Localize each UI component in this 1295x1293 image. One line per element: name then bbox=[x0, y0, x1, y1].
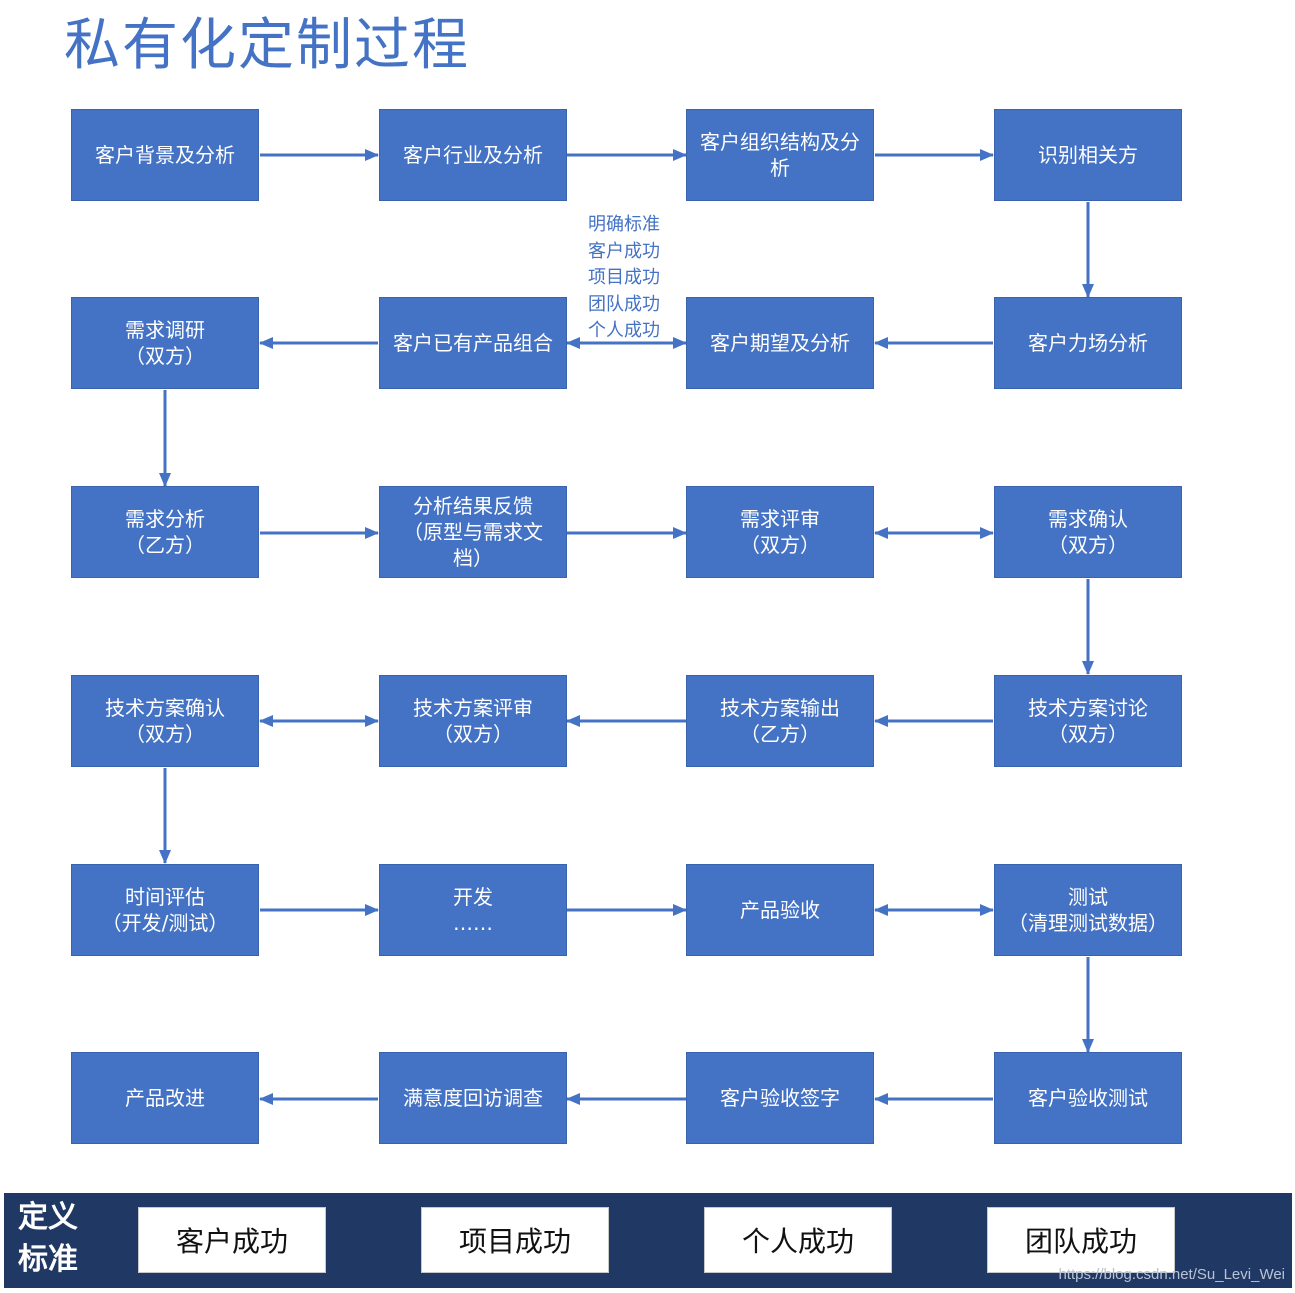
step-satisfaction-survey: 满意度回访调查 bbox=[379, 1052, 567, 1144]
step-requirements-confirm: 需求确认（双方） bbox=[994, 486, 1182, 578]
standard-team-success: 团队成功 bbox=[987, 1207, 1175, 1273]
definition-standard-label: 定义 标准 bbox=[18, 1200, 78, 1277]
step-tech-plan-discussion: 技术方案讨论（双方） bbox=[994, 675, 1182, 767]
step-development: 开发…… bbox=[379, 864, 567, 956]
step-tech-plan-review: 技术方案评审（双方） bbox=[379, 675, 567, 767]
step-customer-background: 客户背景及分析 bbox=[71, 109, 259, 201]
step-force-field-analysis: 客户力场分析 bbox=[994, 297, 1182, 389]
step-customer-acceptance-test: 客户验收测试 bbox=[994, 1052, 1182, 1144]
step-customer-industry: 客户行业及分析 bbox=[379, 109, 567, 201]
step-product-acceptance: 产品验收 bbox=[686, 864, 874, 956]
standard-customer-success: 客户成功 bbox=[138, 1207, 326, 1273]
step-requirements-review: 需求评审（双方） bbox=[686, 486, 874, 578]
step-identify-stakeholders: 识别相关方 bbox=[994, 109, 1182, 201]
step-customer-expectations: 客户期望及分析 bbox=[686, 297, 874, 389]
step-requirements-research: 需求调研（双方） bbox=[71, 297, 259, 389]
step-tech-plan-confirm: 技术方案确认（双方） bbox=[71, 675, 259, 767]
success-criteria-annotation: 明确标准 客户成功 项目成功 团队成功 个人成功 bbox=[588, 214, 660, 341]
step-customer-signoff: 客户验收签字 bbox=[686, 1052, 874, 1144]
standard-personal-success: 个人成功 bbox=[704, 1207, 892, 1273]
step-analysis-feedback: 分析结果反馈（原型与需求文档） bbox=[379, 486, 567, 578]
step-tech-plan-output: 技术方案输出（乙方） bbox=[686, 675, 874, 767]
page-title: 私有化定制过程 bbox=[64, 13, 470, 78]
standard-project-success: 项目成功 bbox=[421, 1207, 609, 1273]
definition-standard-bar: 定义 标准 客户成功 项目成功 个人成功 团队成功 bbox=[4, 1193, 1292, 1288]
step-existing-products: 客户已有产品组合 bbox=[379, 297, 567, 389]
step-time-estimate: 时间评估（开发/测试） bbox=[71, 864, 259, 956]
step-product-improvement: 产品改进 bbox=[71, 1052, 259, 1144]
step-customer-org-structure: 客户组织结构及分析 bbox=[686, 109, 874, 201]
step-testing: 测试（清理测试数据） bbox=[994, 864, 1182, 956]
watermark: https://blog.csdn.net/Su_Levi_Wei bbox=[1058, 1266, 1285, 1283]
step-requirements-analysis: 需求分析（乙方） bbox=[71, 486, 259, 578]
